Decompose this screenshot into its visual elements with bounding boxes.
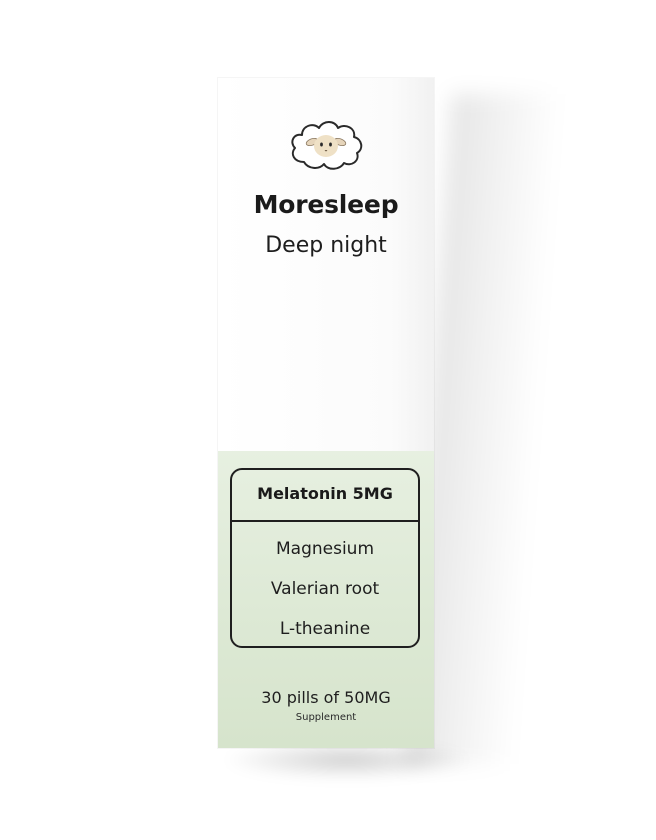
main-ingredient: Melatonin 5MG [232,470,418,522]
ingredients-panel: Melatonin 5MG Magnesium Valerian root L-… [230,468,420,648]
sheep-cloud-icon [286,114,366,176]
brand-name: Moresleep [253,190,399,219]
product-category: Supplement [295,712,357,723]
ingredient-list: Magnesium Valerian root L-theanine [232,522,418,656]
product-name: Deep night [265,233,387,258]
pill-count: 30 pills of 50MG [261,688,391,707]
ingredient-item: L-theanine [279,619,371,639]
ingredient-item: Valerian root [270,579,380,599]
box-bottom-panel [218,451,434,748]
supplement-box: Moresleep Deep night Melatonin 5MG Magne… [218,78,434,748]
ingredient-item: Magnesium [275,539,375,559]
